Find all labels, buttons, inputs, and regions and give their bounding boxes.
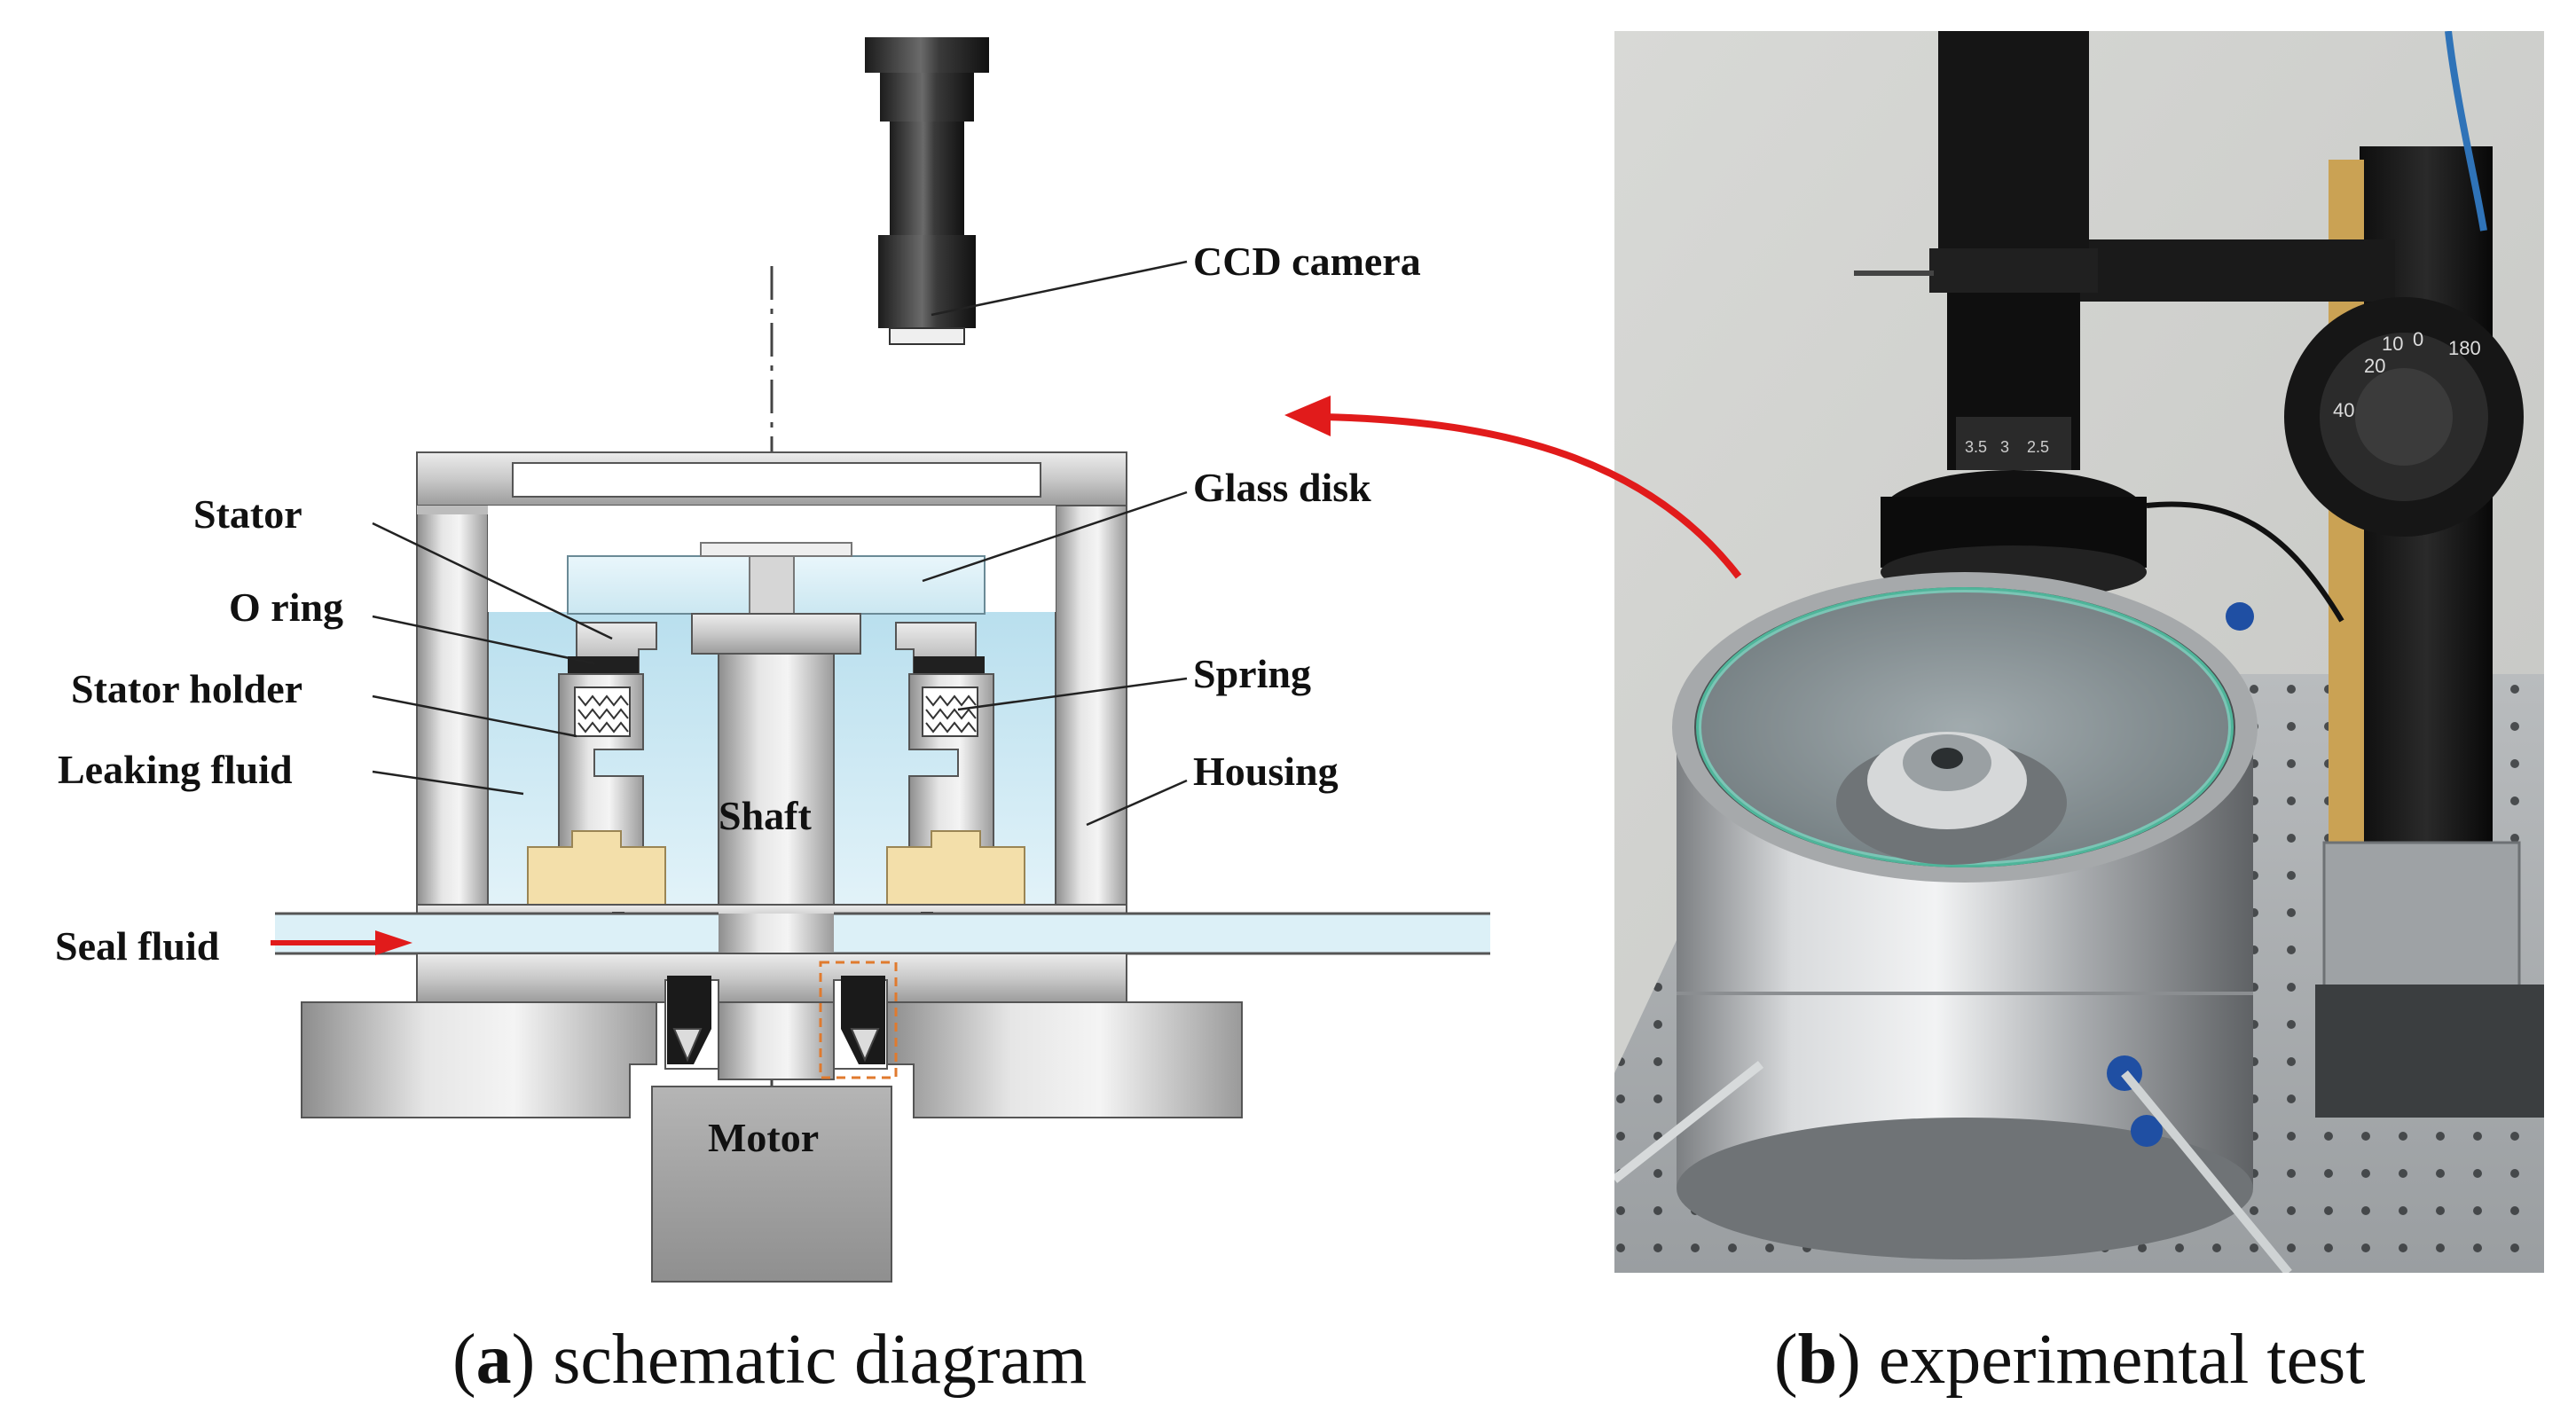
housing [416, 451, 1127, 919]
caption-b-letter: b [1797, 1321, 1838, 1399]
caption-a-text: schematic diagram [553, 1321, 1088, 1399]
svg-text:20: 20 [2364, 355, 2385, 377]
right-stator-assembly [886, 622, 1025, 906]
label-stator-holder: Stator holder [71, 666, 302, 711]
svg-text:10: 10 [2382, 333, 2403, 355]
leader-lines [372, 260, 1188, 827]
caption-a: (a) schematic diagram [452, 1321, 1088, 1399]
svg-text:40: 40 [2333, 399, 2354, 421]
label-spring: Spring [1193, 651, 1311, 696]
label-ccd-camera: CCD camera [1193, 239, 1421, 284]
label-glass-disk: Glass disk [1193, 465, 1371, 510]
label-motor: Motor [708, 1115, 819, 1160]
svg-text:3: 3 [2000, 438, 2009, 456]
caption-b: (b) experimental test [1774, 1321, 2366, 1399]
seal-fluid-channel [275, 912, 1490, 955]
label-seal-fluid: Seal fluid [55, 923, 220, 969]
glass-disk [567, 542, 986, 615]
svg-text:3.5: 3.5 [1965, 438, 1987, 456]
lip-seal-right [819, 961, 898, 1079]
svg-text:0: 0 [2413, 328, 2423, 350]
seal-fluid-arrow-icon [271, 930, 412, 955]
ccd-camera-icon [865, 37, 989, 345]
label-shaft: Shaft [719, 793, 812, 838]
label-housing: Housing [1193, 749, 1339, 794]
red-curved-arrow-icon [1284, 396, 1742, 579]
motor [651, 1086, 892, 1283]
microscope-camera-icon: 3.5 3 2.5 [1854, 31, 2344, 623]
lip-seal-left [667, 976, 711, 1064]
caption-b-text: experimental test [1878, 1321, 2366, 1399]
svg-text:2.5: 2.5 [2027, 438, 2049, 456]
label-leaking-fluid: Leaking fluid [58, 747, 293, 792]
left-stator-assembly [527, 622, 666, 906]
shaft [691, 613, 861, 1080]
focus-dial-icon: 20 10 0 180 40 [2284, 297, 2524, 537]
svg-text:180: 180 [2448, 337, 2481, 359]
label-stator: Stator [193, 491, 302, 537]
seal-test-rig [1672, 572, 2258, 1259]
caption-a-letter: a [475, 1321, 512, 1399]
label-o-ring: O ring [229, 584, 343, 630]
